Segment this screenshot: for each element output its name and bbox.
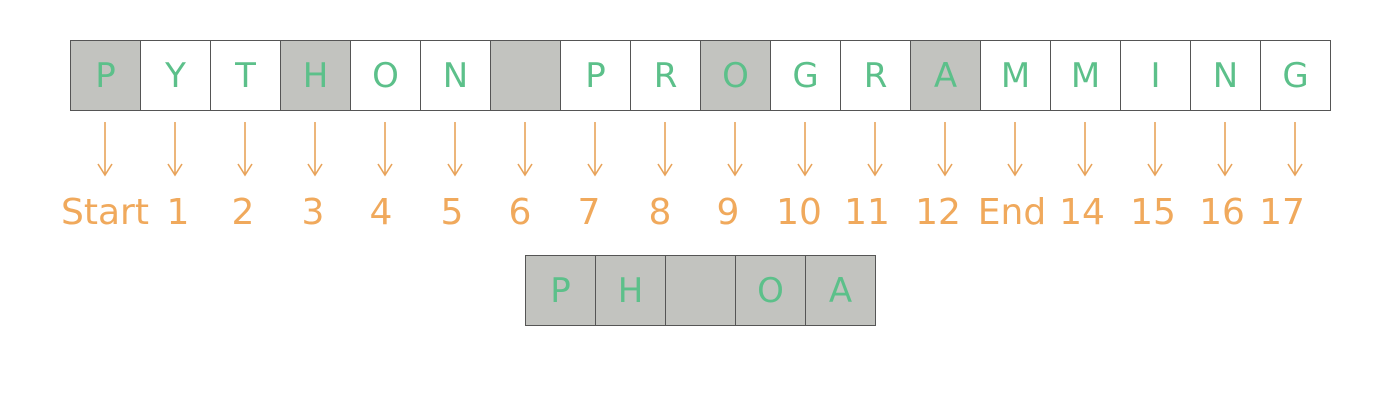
index-label: 7: [577, 192, 601, 233]
index-label: 1: [166, 192, 190, 233]
down-arrow-icon: [867, 122, 883, 177]
down-arrow-icon: [587, 122, 603, 177]
string-cell-selected: [491, 40, 561, 111]
down-arrow-icon: [237, 122, 253, 177]
string-cell-selected: O: [701, 40, 771, 111]
index-label: End: [977, 192, 1047, 233]
index-label: 10: [776, 192, 822, 233]
down-arrow-icon: [377, 122, 393, 177]
string-cell: G: [771, 40, 841, 111]
result-cell: H: [596, 255, 666, 326]
string-cell: N: [421, 40, 491, 111]
index-label: 9: [716, 192, 740, 233]
result-cell: O: [736, 255, 806, 326]
index-label: 6: [508, 192, 532, 233]
index-label: 5: [440, 192, 464, 233]
result-cell: [666, 255, 736, 326]
result-cell: A: [806, 255, 876, 326]
index-label: 16: [1199, 192, 1245, 233]
string-cell: R: [841, 40, 911, 111]
string-cell: R: [631, 40, 701, 111]
string-cell: M: [981, 40, 1051, 111]
down-arrow-icon: [167, 122, 183, 177]
string-cell: M: [1051, 40, 1121, 111]
down-arrow-icon: [1217, 122, 1233, 177]
index-label: 15: [1130, 192, 1176, 233]
down-arrow-icon: [727, 122, 743, 177]
string-cell: T: [211, 40, 281, 111]
down-arrow-icon: [517, 122, 533, 177]
down-arrow-icon: [797, 122, 813, 177]
string-cell: I: [1121, 40, 1191, 111]
index-label: 4: [369, 192, 393, 233]
down-arrow-icon: [937, 122, 953, 177]
down-arrow-icon: [1007, 122, 1023, 177]
result-cell: P: [526, 255, 596, 326]
string-cell: O: [351, 40, 421, 111]
down-arrow-icon: [1147, 122, 1163, 177]
index-label: 17: [1259, 192, 1305, 233]
down-arrow-icon: [307, 122, 323, 177]
index-label: 14: [1059, 192, 1105, 233]
down-arrow-icon: [447, 122, 463, 177]
index-label: 8: [648, 192, 672, 233]
down-arrow-icon: [657, 122, 673, 177]
string-cell-selected: A: [911, 40, 981, 111]
down-arrow-icon: [1077, 122, 1093, 177]
string-cell-selected: P: [71, 40, 141, 111]
arrow-row: [97, 122, 1303, 177]
index-label: 12: [915, 192, 961, 233]
down-arrow-icon: [97, 122, 113, 177]
string-cell: N: [1191, 40, 1261, 111]
string-cell: P: [561, 40, 631, 111]
index-label: 11: [844, 192, 890, 233]
index-label: 3: [301, 192, 325, 233]
index-label: 2: [231, 192, 255, 233]
down-arrow-icon: [1287, 122, 1303, 177]
string-cell-selected: H: [281, 40, 351, 111]
string-cell: Y: [141, 40, 211, 111]
string-cell: G: [1261, 40, 1331, 111]
index-label: Start: [61, 192, 149, 233]
